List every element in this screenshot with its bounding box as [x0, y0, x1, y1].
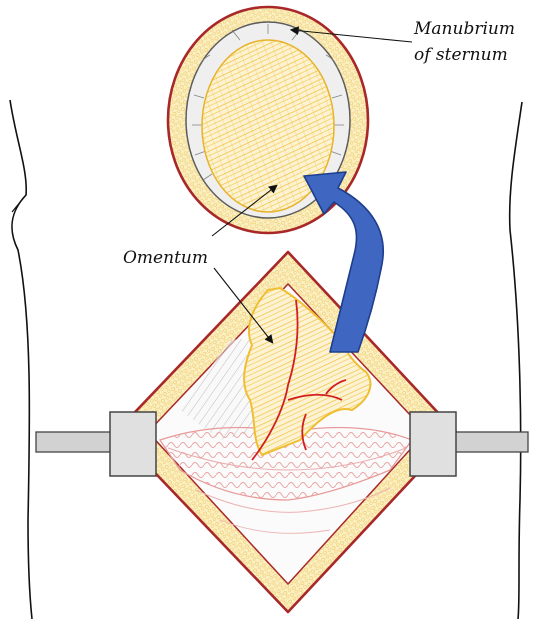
leader-lines	[211, 26, 413, 344]
omentum-vessels	[251, 299, 347, 461]
leader-omentum-sternal	[211, 184, 278, 237]
body-outline-left-notch	[11, 194, 27, 213]
label-manubrium-line1: Manubrium	[413, 19, 515, 39]
abdominal-wound	[114, 250, 458, 614]
sternal-wound	[166, 5, 370, 235]
retractor-left	[35, 411, 157, 477]
label-omentum: Omentum	[123, 248, 208, 268]
label-manubrium-line2: of sternum	[414, 45, 508, 65]
leader-manubrium	[289, 26, 413, 43]
retractor-right	[409, 411, 529, 477]
transposition-arrow	[303, 171, 384, 353]
body-outline-left	[9, 99, 33, 619]
body-outline-right	[508, 101, 523, 619]
leader-omentum-abdominal	[213, 267, 274, 344]
